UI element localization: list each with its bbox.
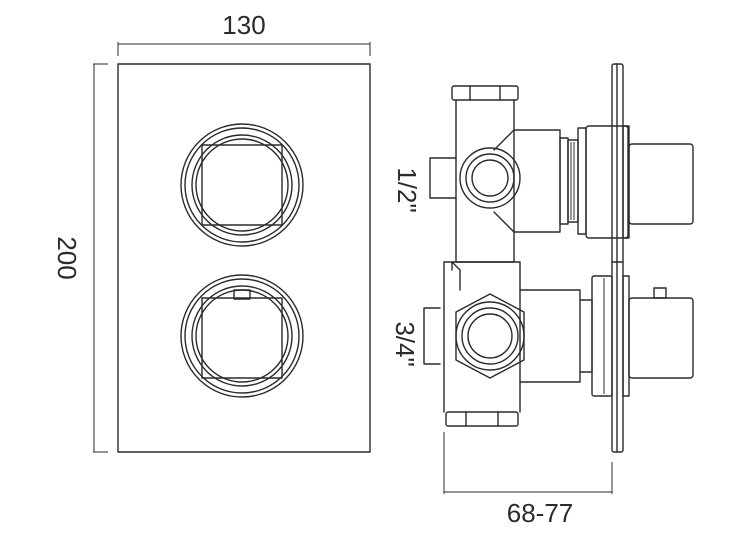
upper-valve-body xyxy=(429,99,561,263)
front-view: 130 200 xyxy=(52,10,371,453)
upper-control-knob xyxy=(180,123,304,247)
height-dimension: 200 xyxy=(52,63,108,453)
faceplate xyxy=(117,63,371,453)
lower-control-knob xyxy=(180,274,304,398)
inlet-bottom-label: 3/4" xyxy=(390,321,420,366)
upper-handle-side xyxy=(622,125,694,239)
depth-label: 68-77 xyxy=(507,498,574,528)
depth-dimension: 68-77 xyxy=(443,432,613,528)
upper-cartridge xyxy=(559,125,629,239)
height-label: 200 xyxy=(52,236,82,279)
width-dimension: 130 xyxy=(117,10,371,56)
inlet-top-label: 1/2" xyxy=(392,167,422,212)
side-plate xyxy=(611,63,624,453)
lower-valve-body xyxy=(423,261,593,427)
lower-cartridge xyxy=(591,275,613,397)
width-label: 130 xyxy=(222,10,265,40)
lower-handle-side xyxy=(622,275,694,397)
top-inlet-nut xyxy=(451,85,519,101)
side-view: 68-77 1/2" 3/4" xyxy=(390,63,694,528)
